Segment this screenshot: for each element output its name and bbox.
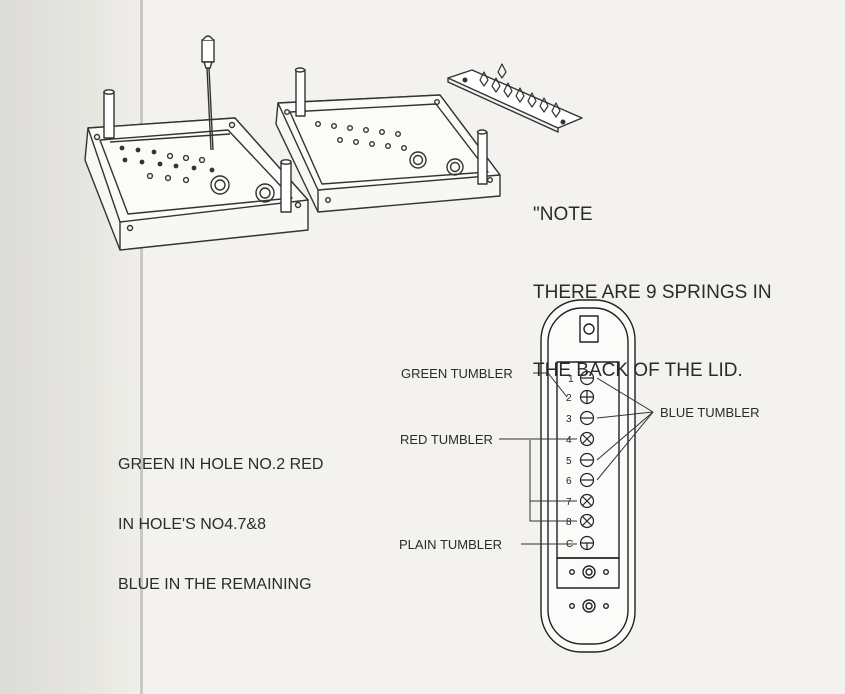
lock-front-view [540, 299, 636, 653]
plain-tumbler-label: PLAIN TUMBLER [399, 537, 503, 552]
tumbler-number-6: 6 [566, 476, 572, 487]
tumbler-number-3: 3 [566, 414, 572, 425]
tumbler-numbers: 1 2 3 4 5 6 7 8 C [566, 374, 574, 550]
screwdriver-illustration [201, 35, 215, 151]
paper-shadow-left [0, 0, 142, 694]
instruction-line-1: GREEN IN HOLE NO.2 RED [118, 456, 324, 473]
tumbler-number-5: 5 [566, 456, 572, 467]
left-housing-illustration [84, 89, 309, 251]
spring-strip-illustration [447, 63, 583, 133]
tumbler-number-4: 4 [566, 435, 572, 446]
tumbler-number-7: 7 [566, 497, 572, 508]
right-housing-illustration [275, 67, 501, 213]
green-tumbler-label: GREEN TUMBLER [401, 366, 513, 381]
tumbler-instruction: GREEN IN HOLE NO.2 RED IN HOLE'S NO4.7&8… [118, 415, 323, 615]
instruction-line-2: IN HOLE'S NO4.7&8 [118, 516, 266, 533]
leader-lines [499, 372, 654, 545]
blue-tumbler-label: BLUE TUMBLER [660, 405, 760, 420]
tumbler-number-2: 2 [566, 393, 572, 404]
tumbler-number-c: C [566, 539, 573, 550]
tumbler-number-8: 8 [566, 517, 572, 528]
paper-fold [140, 0, 143, 694]
note-line-2: THERE ARE 9 SPRINGS IN [533, 282, 772, 303]
note-line-3: THE BACK OF THE LID. [533, 360, 743, 381]
red-tumbler-label: RED TUMBLER [400, 432, 493, 447]
tumbler-number-1: 1 [568, 374, 574, 385]
instruction-line-3: BLUE IN THE REMAINING [118, 576, 312, 593]
note-line-1: "NOTE [533, 204, 593, 225]
springs-note: "NOTE THERE ARE 9 SPRINGS IN THE BACK OF… [533, 150, 772, 410]
